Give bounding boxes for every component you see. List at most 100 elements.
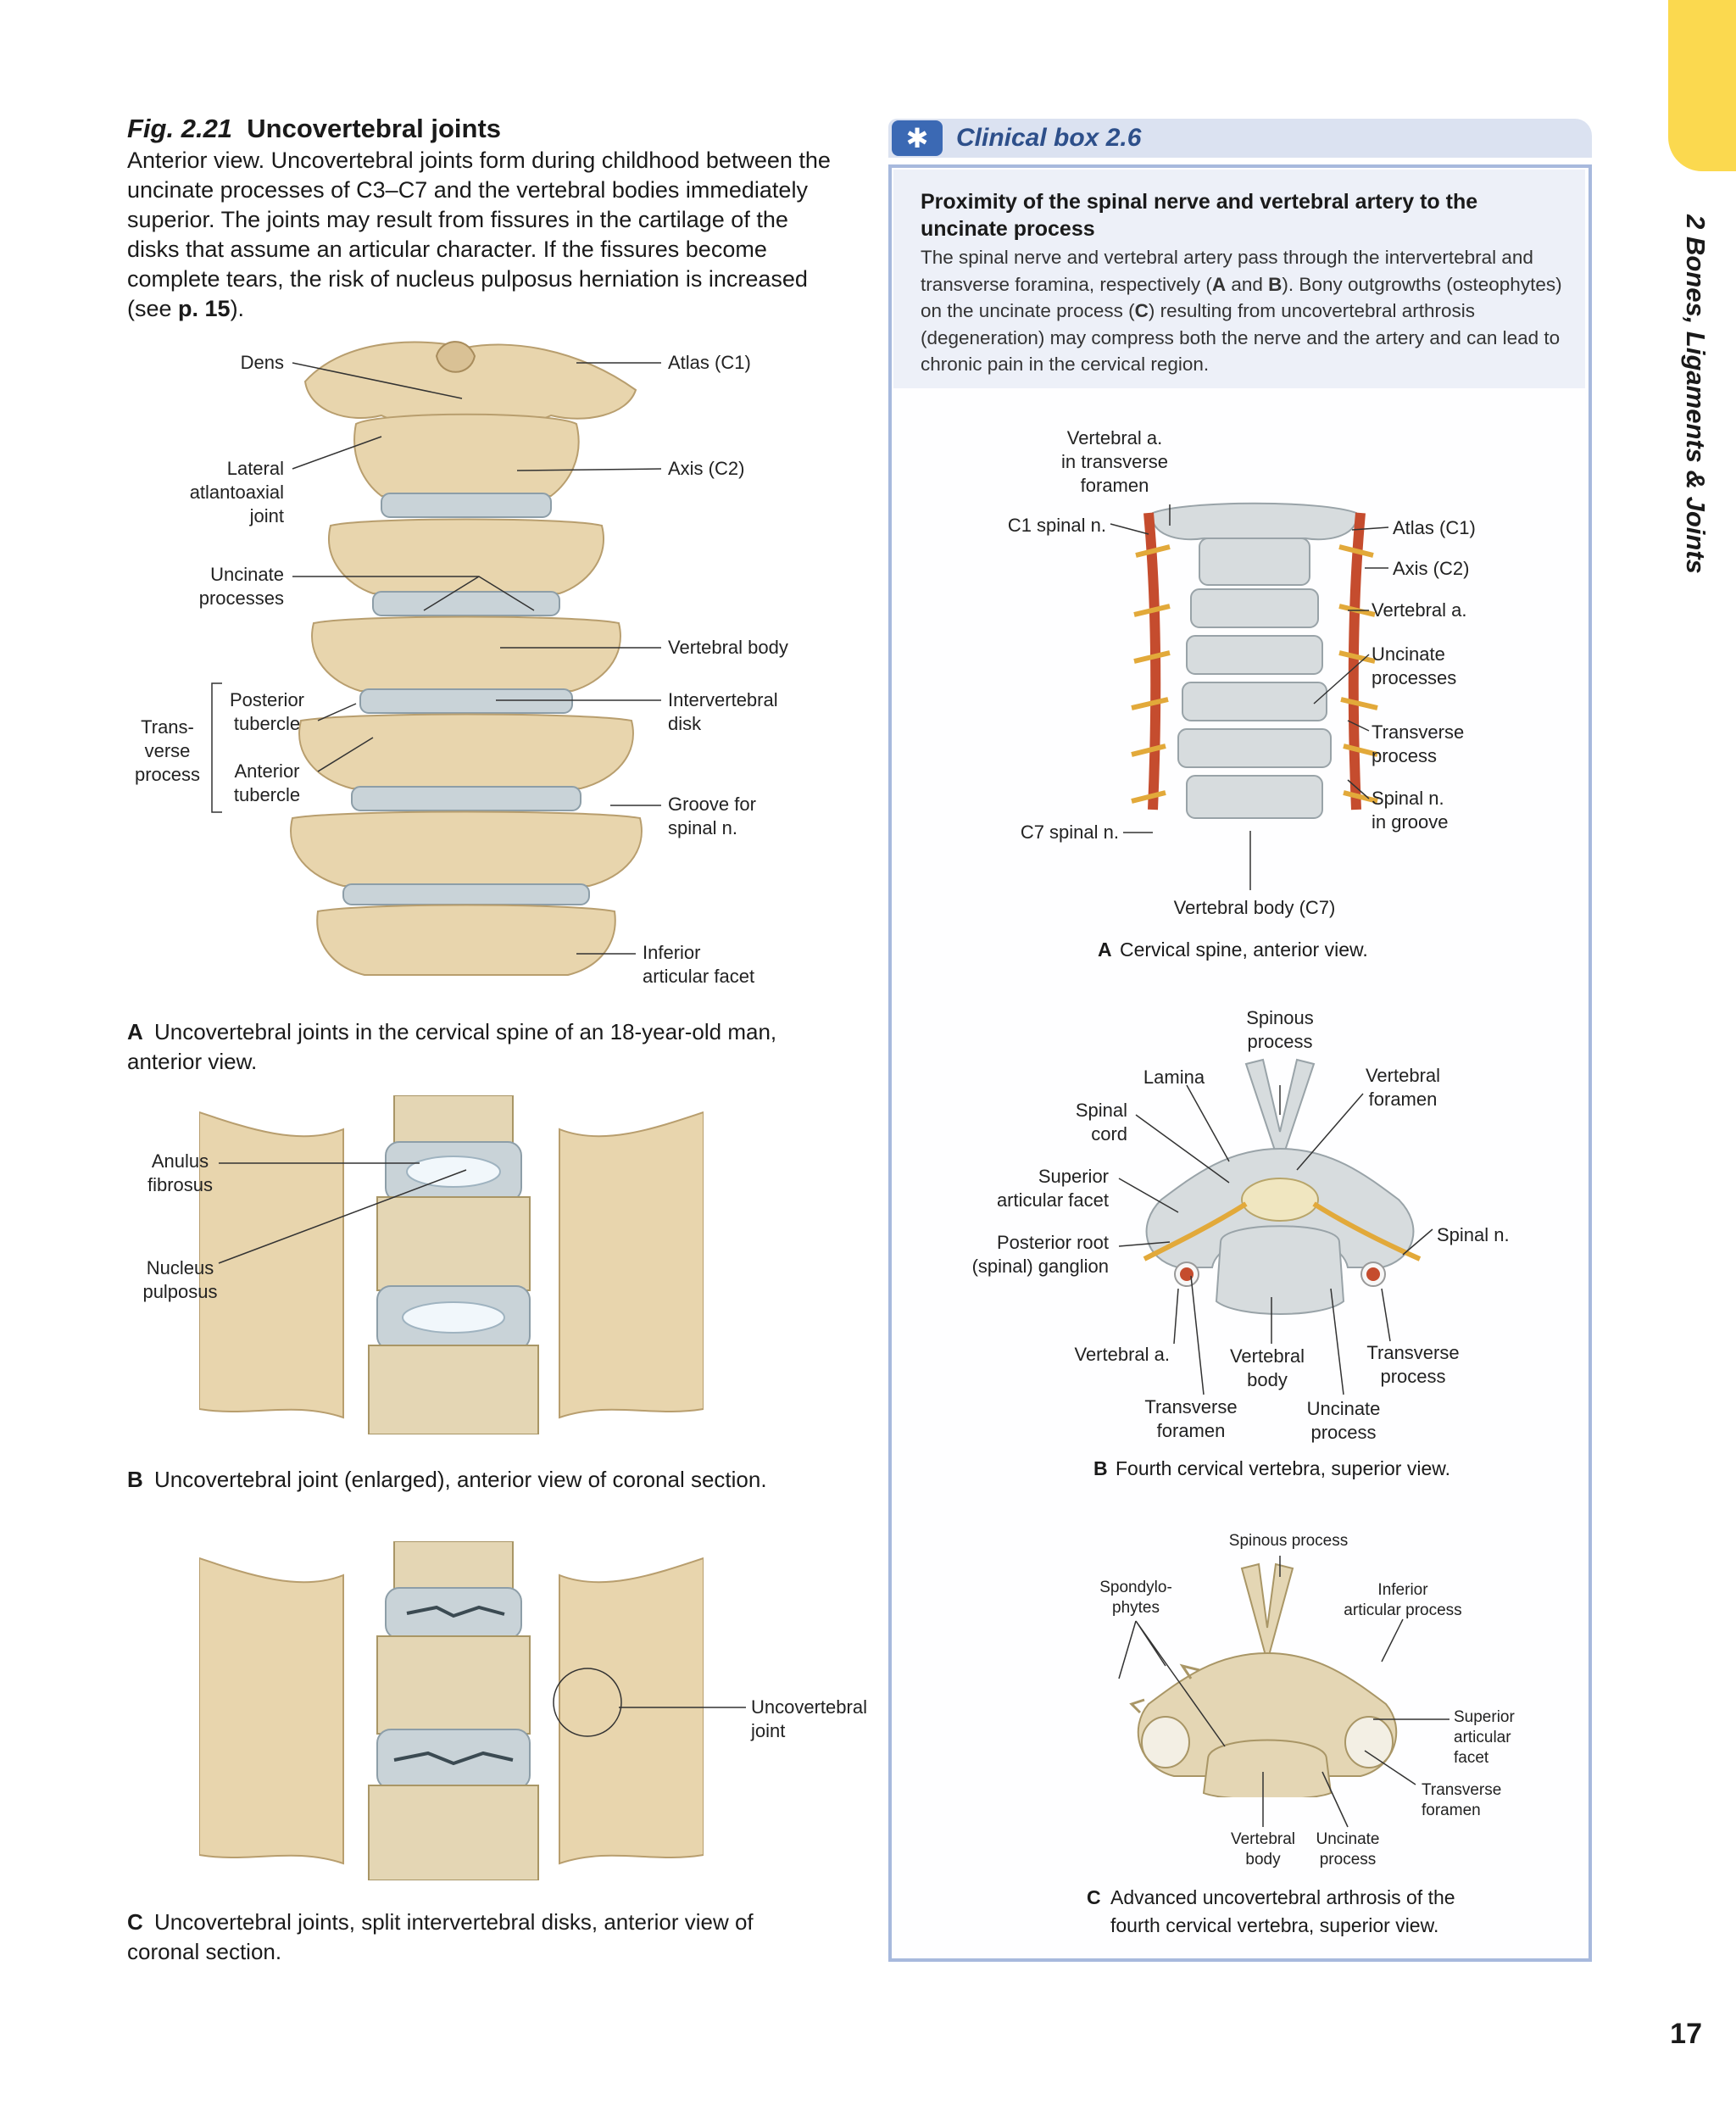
figure-number: Fig. 2.21 <box>127 114 233 143</box>
label-spinous-process-c: Spinous process <box>1228 1532 1349 1550</box>
right-vertebral-artery <box>1348 512 1366 810</box>
label-superior-articular-facet-c: Superior articular facet <box>1454 1708 1515 1767</box>
label-spinal-cord: Spinal cord <box>1075 1100 1127 1145</box>
panel-c-letter: C <box>127 1909 143 1935</box>
label-anulus-fibrosus: Anulus fibrosus <box>147 1150 214 1195</box>
clinical-box-header: ✱ Clinical box 2.6 <box>888 119 1592 158</box>
clinical-a-caption-text: Cervical spine, anterior view. <box>1120 938 1368 961</box>
c3-shape <box>328 518 604 594</box>
disk-c5 <box>351 786 581 811</box>
label-spinal-nerve-b: Spinal n. <box>1437 1224 1510 1245</box>
label-uncovertebral-joint: Uncovertebral joint <box>751 1696 867 1741</box>
panel-a-letter: A <box>127 1019 143 1044</box>
label-c1-spinal-nerve: C1 spinal n. <box>1007 515 1106 536</box>
axis-shape <box>353 413 580 497</box>
dens-shape <box>435 341 476 373</box>
label-transverse-process: Trans- verse process <box>134 716 201 785</box>
label-posterior-tubercle: Posterior tubercle <box>229 689 305 734</box>
chapter-running-head: 2 Bones, Ligaments & Joints <box>1681 214 1711 574</box>
label-transverse-process-b: Transverse process <box>1372 721 1465 766</box>
cb-text-1: The spinal nerve and vertebral artery pa… <box>921 247 1533 295</box>
clinical-box-heading: Proximity of the spinal nerve and verteb… <box>921 190 1478 241</box>
label-transverse-foramen-b: Transverse foramen <box>1144 1396 1238 1441</box>
vertebral-body-c <box>1202 1739 1333 1797</box>
c6-shape <box>290 810 643 887</box>
disk-c2 <box>381 493 552 518</box>
atlas-grey <box>1151 502 1358 541</box>
right-articular-column <box>559 1111 704 1419</box>
lower-vertebral-body <box>368 1345 539 1434</box>
panel-b-caption-text: Uncovertebral joint (enlarged), anterior… <box>154 1467 767 1492</box>
label-lateral-atlantoaxial-joint: Lateral atlantoaxial joint <box>189 458 284 526</box>
panel-a-caption-text: Uncovertebral joints in the cervical spi… <box>127 1019 777 1074</box>
clinical-c-letter: C <box>1087 1886 1101 1908</box>
clinical-box-text-area <box>893 170 1585 388</box>
label-spinal-nerve-groove: Spinal n. in groove <box>1372 788 1449 833</box>
c3-grey <box>1190 588 1319 628</box>
label-vertebral-body: Vertebral body <box>668 637 788 658</box>
figure-title: Fig. 2.21 Uncovertebral joints <box>127 114 501 144</box>
label-inferior-articular-facet: Inferior articular facet <box>643 942 755 987</box>
cb-ref-a: A <box>1211 273 1227 295</box>
middle-vertebral-body <box>376 1196 531 1291</box>
label-uncinate-processes: Uncinate processes <box>198 564 284 609</box>
left-articular-column-c <box>199 1557 344 1865</box>
label-vertebral-body-c: Vertebral body <box>1230 1830 1296 1869</box>
lower-nucleus <box>402 1301 505 1334</box>
label-vert-a-transverse-foramen: Vertebral a. in transverse foramen <box>1061 427 1168 496</box>
left-spinal-nerves <box>1131 544 1171 804</box>
cb-text-3: ). Bony outgrowths (osteophytes) on the … <box>921 273 1562 322</box>
disk-c4 <box>359 688 573 714</box>
cb-ref-c: C <box>1134 300 1149 321</box>
c5-shape <box>298 713 634 789</box>
cb-ref-b: B <box>1268 273 1283 295</box>
uncovertebral-joint-marker <box>553 1668 622 1737</box>
spinous-process-c <box>1240 1562 1294 1665</box>
page-number: 17 <box>1670 2018 1702 2050</box>
right-articular-column-c <box>559 1557 704 1865</box>
label-uncinate-process-b: Uncinate process <box>1306 1398 1381 1443</box>
label-transverse-process-c: Transverse process <box>1366 1342 1460 1387</box>
label-vertebral-body-c7: Vertebral body (C7) <box>1173 897 1336 918</box>
spinal-cord-shape <box>1241 1178 1319 1222</box>
chapter-tab <box>1668 0 1736 171</box>
label-uncinate-process-c: Uncinate process <box>1316 1830 1380 1869</box>
lower-fissure <box>393 1751 514 1766</box>
lower-body-c <box>368 1785 539 1880</box>
c6-grey <box>1177 728 1332 768</box>
label-transverse-foramen-c: Transverse foramen <box>1422 1781 1502 1819</box>
page-reference-link[interactable]: p. 15 <box>178 296 231 321</box>
label-vertebral-artery-b: Vertebral a. <box>1074 1344 1170 1365</box>
upper-fissure <box>406 1605 505 1618</box>
left-vertebral-artery-section <box>1180 1267 1194 1281</box>
clinical-b-caption-text: Fourth cervical vertebra, superior view. <box>1116 1457 1450 1479</box>
left-vertebral-artery <box>1143 512 1161 810</box>
c4-shape <box>311 615 621 692</box>
c7-grey <box>1186 775 1323 819</box>
label-uncinate-processes-b: Uncinate processes <box>1372 643 1457 688</box>
disk-c6 <box>342 883 590 905</box>
clinical-box-title: Clinical box 2.6 <box>956 124 1142 152</box>
c7-shape <box>316 904 616 976</box>
label-spinous-process: Spinous process <box>1246 1007 1314 1052</box>
clinical-b-letter: B <box>1093 1457 1108 1479</box>
vertebral-body-shape <box>1215 1225 1345 1315</box>
label-superior-articular-facet: Superior articular facet <box>996 1166 1109 1211</box>
panel-b-letter: B <box>127 1467 143 1492</box>
figure-name: Uncovertebral joints <box>247 114 502 143</box>
split-disks-illustration <box>199 1541 704 1880</box>
intro-text: Anterior view. Uncovertebral joints form… <box>127 148 831 321</box>
clinical-b-caption: B Fourth cervical vertebra, superior view… <box>1093 1454 1568 1484</box>
c4-grey <box>1186 635 1323 675</box>
label-vertebral-foramen: Vertebral foramen <box>1365 1065 1441 1110</box>
panel-b-caption: B Uncovertebral joint (enlarged), anterio… <box>127 1465 822 1495</box>
label-vertebral-body-b: Vertebral body <box>1229 1345 1305 1390</box>
upper-vertebral-body <box>393 1095 514 1147</box>
label-spondylophytes: Spondylo- phytes <box>1099 1579 1172 1617</box>
spinous-process-shape <box>1244 1058 1316 1169</box>
figure-intro: Anterior view. Uncovertebral joints form… <box>127 146 839 324</box>
